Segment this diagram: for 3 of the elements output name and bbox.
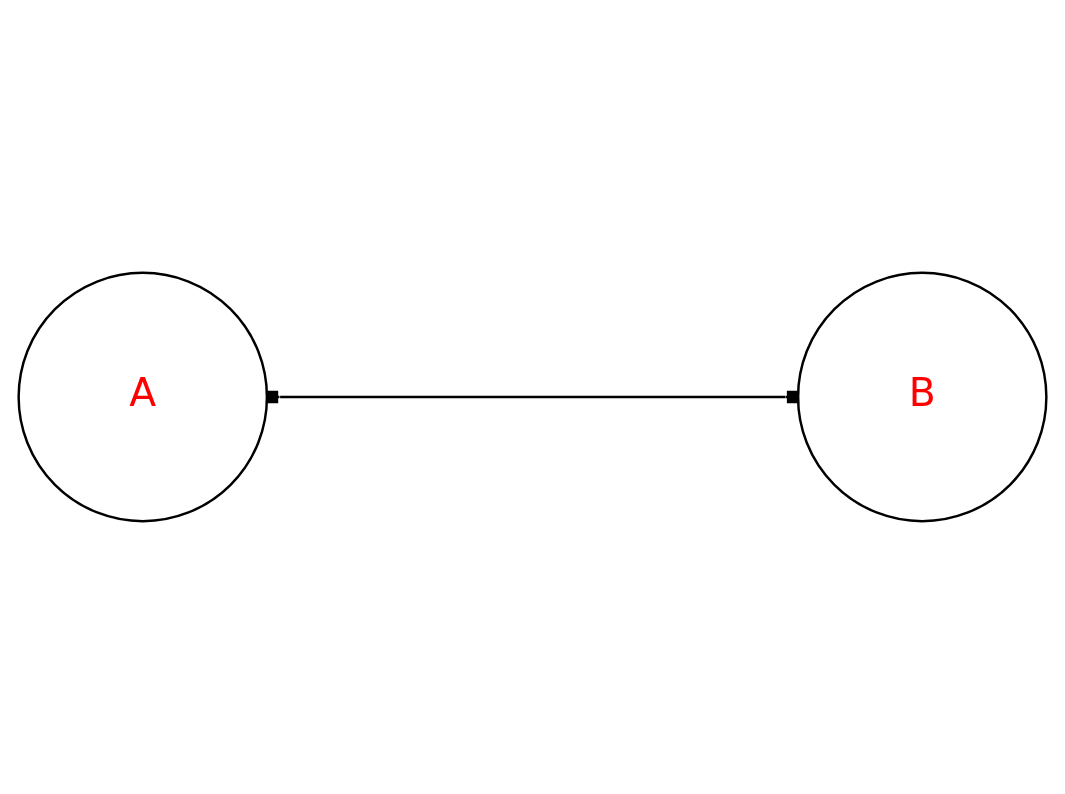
node-circle: A bbox=[17, 271, 269, 523]
node-circle: B bbox=[796, 271, 1048, 523]
connector bbox=[265, 390, 800, 404]
